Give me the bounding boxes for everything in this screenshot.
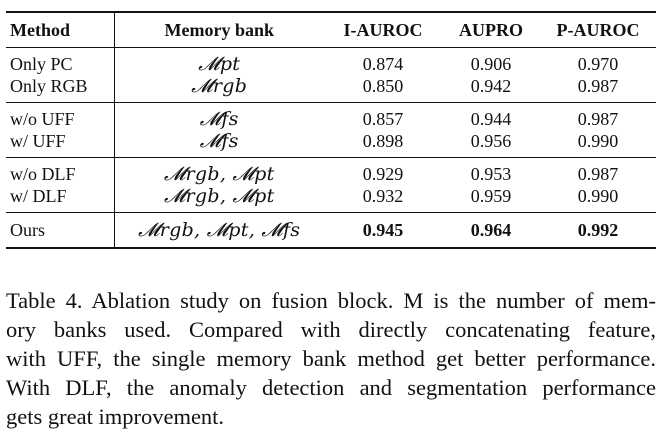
method-cell: Only PC xyxy=(10,54,73,74)
aupro-cell: 0.942 xyxy=(470,76,512,96)
i-auroc-cell: 0.929 xyxy=(362,164,404,184)
table-group-dlf: w/o DLF 𝓜rgb, 𝓜pt 0.929 0.953 0.987 w/ D… xyxy=(6,157,656,213)
caption-line: With DLF, the anomaly detection and segm… xyxy=(6,375,656,400)
i-auroc-cell: 0.932 xyxy=(362,186,404,206)
header-method: Method xyxy=(10,20,70,40)
table-row: Ours 𝓜rgb, 𝓜pt, 𝓜fs 0.945 0.964 0.992 xyxy=(6,212,656,248)
aupro-cell: 0.959 xyxy=(470,186,512,206)
table-row: Only RGB 𝓜rgb 0.850 0.942 0.987 xyxy=(6,75,656,103)
i-auroc-cell: 0.850 xyxy=(362,76,404,96)
p-auroc-cell: 0.987 xyxy=(577,109,619,129)
table-row: w/ UFF 𝓜fs 0.898 0.956 0.990 xyxy=(6,130,656,158)
p-auroc-cell: 0.987 xyxy=(577,76,619,96)
method-cell: w/o UFF xyxy=(10,109,75,129)
memory-bank-cell: 𝓜rgb xyxy=(113,75,324,103)
i-auroc-cell: 0.945 xyxy=(362,220,404,240)
table-group-uff: w/o UFF 𝓜fs 0.857 0.944 0.987 w/ UFF 𝓜fs… xyxy=(6,102,656,158)
caption-line: gets great improvement. xyxy=(6,404,225,429)
p-auroc-cell: 0.990 xyxy=(577,186,619,206)
aupro-cell: 0.953 xyxy=(470,164,512,184)
table-header: Method Memory bank I-AUROC AUPRO P-AUROC xyxy=(6,12,656,48)
memory-bank-cell: 𝓜rgb, 𝓜pt, 𝓜fs xyxy=(113,212,324,248)
method-cell: Only RGB xyxy=(10,76,88,96)
p-auroc-cell: 0.992 xyxy=(577,220,619,240)
header-aupro: AUPRO xyxy=(459,20,523,40)
header-memory-bank: Memory bank xyxy=(113,12,324,48)
table-group-single-modality: Only PC 𝓜pt 0.874 0.906 0.970 Only RGB 𝓜… xyxy=(6,47,656,103)
method-cell: w/o DLF xyxy=(10,164,76,184)
memory-bank-cell: 𝓜pt xyxy=(113,47,324,75)
method-cell: w/ DLF xyxy=(10,186,67,206)
caption-line: Table 4. Ablation study on fusion block.… xyxy=(6,288,656,313)
header-p-auroc: P-AUROC xyxy=(556,20,640,40)
memory-bank-cell: 𝓜fs xyxy=(113,130,324,158)
method-cell: Ours xyxy=(10,220,45,240)
p-auroc-cell: 0.970 xyxy=(577,54,619,74)
memory-bank-cell: 𝓜rgb, 𝓜pt xyxy=(113,185,324,213)
memory-bank-cell: 𝓜rgb, 𝓜pt xyxy=(113,157,324,185)
table-row: w/o DLF 𝓜rgb, 𝓜pt 0.929 0.953 0.987 xyxy=(6,157,656,185)
caption-line: with UFF, the single memory bank method … xyxy=(6,346,656,371)
memory-bank-cell: 𝓜fs xyxy=(113,102,324,130)
aupro-cell: 0.956 xyxy=(470,131,512,151)
table-caption: Table 4. Ablation study on fusion block.… xyxy=(6,286,656,431)
i-auroc-cell: 0.857 xyxy=(362,109,404,129)
i-auroc-cell: 0.874 xyxy=(362,54,404,74)
i-auroc-cell: 0.898 xyxy=(362,131,404,151)
table-group-ours: Ours 𝓜rgb, 𝓜pt, 𝓜fs 0.945 0.964 0.992 xyxy=(6,212,656,248)
aupro-cell: 0.906 xyxy=(470,54,512,74)
header-row: Method Memory bank I-AUROC AUPRO P-AUROC xyxy=(6,12,656,48)
p-auroc-cell: 0.990 xyxy=(577,131,619,151)
caption-line: ory banks used. Compared with directly c… xyxy=(6,317,656,342)
aupro-cell: 0.964 xyxy=(470,220,512,240)
table-row: w/o UFF 𝓜fs 0.857 0.944 0.987 xyxy=(6,102,656,130)
header-i-auroc: I-AUROC xyxy=(343,20,423,40)
ablation-table: Method Memory bank I-AUROC AUPRO P-AUROC… xyxy=(6,11,656,249)
aupro-cell: 0.944 xyxy=(470,109,512,129)
ablation-table-container: Method Memory bank I-AUROC AUPRO P-AUROC… xyxy=(6,11,656,249)
p-auroc-cell: 0.987 xyxy=(577,164,619,184)
table-row: w/ DLF 𝓜rgb, 𝓜pt 0.932 0.959 0.990 xyxy=(6,185,656,213)
method-cell: w/ UFF xyxy=(10,131,66,151)
table-row: Only PC 𝓜pt 0.874 0.906 0.970 xyxy=(6,47,656,75)
